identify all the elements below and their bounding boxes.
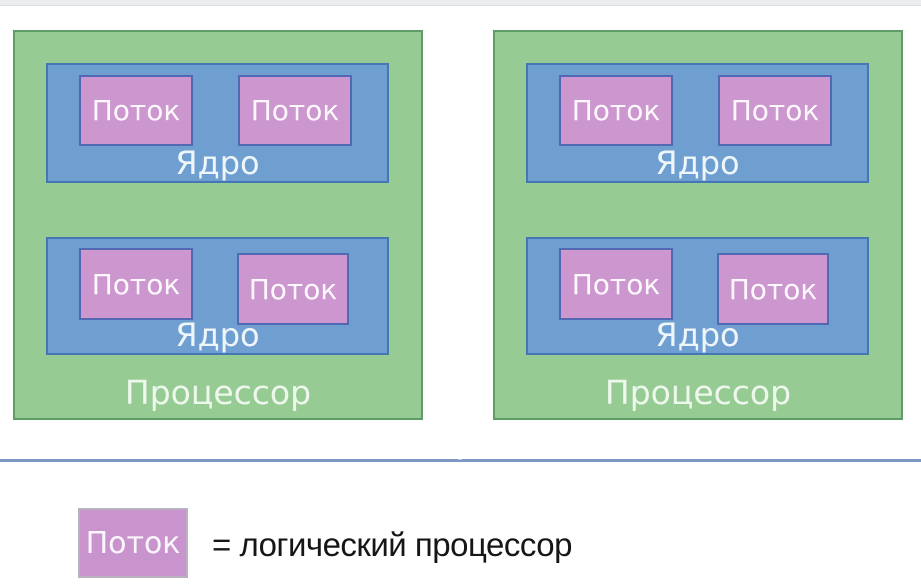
divider-line bbox=[0, 459, 921, 462]
thread-label: Поток bbox=[250, 94, 340, 127]
divider-notch bbox=[458, 459, 462, 460]
core-label: Ядро bbox=[655, 144, 740, 182]
thread-box: Поток bbox=[237, 253, 349, 325]
core-label: Ядро bbox=[175, 316, 260, 354]
core-box-2-1: Поток Поток Ядро bbox=[526, 63, 869, 183]
core-box-2-2: Поток Поток Ядро bbox=[526, 237, 869, 355]
thread-label: Поток bbox=[91, 267, 181, 301]
core-box-1-2: Поток Поток Ядро bbox=[46, 237, 389, 355]
processor-box-2: Поток Поток Ядро Поток Поток Ядро Процес… bbox=[493, 30, 903, 420]
thread-label: Поток bbox=[730, 94, 820, 127]
processor-box-1: Поток Поток Ядро Поток Поток Ядро Процес… bbox=[13, 30, 423, 420]
thread-label: Поток bbox=[91, 94, 181, 127]
thread-box: Поток bbox=[718, 75, 832, 146]
thread-box: Поток bbox=[559, 248, 673, 320]
thread-label: Поток bbox=[728, 272, 818, 306]
core-box-1-1: Поток Поток Ядро bbox=[46, 63, 389, 183]
processor-label: Процессор bbox=[124, 373, 312, 412]
legend-description: = логический процессор bbox=[212, 526, 572, 563]
thread-box: Поток bbox=[79, 248, 193, 320]
thread-label: Поток bbox=[248, 272, 338, 306]
thread-box: Поток bbox=[238, 75, 352, 146]
thread-box: Поток bbox=[559, 75, 673, 146]
core-label: Ядро bbox=[175, 144, 260, 182]
thread-label: Поток bbox=[571, 94, 661, 127]
core-label: Ядро bbox=[655, 316, 740, 354]
legend-thread-swatch: Поток bbox=[78, 508, 188, 578]
thread-box: Поток bbox=[79, 75, 193, 146]
legend-swatch-label: Поток bbox=[85, 525, 181, 561]
thread-box: Поток bbox=[717, 253, 829, 325]
processor-label: Процессор bbox=[604, 373, 792, 412]
top-edge-bar bbox=[0, 0, 921, 6]
thread-label: Поток bbox=[571, 267, 661, 301]
